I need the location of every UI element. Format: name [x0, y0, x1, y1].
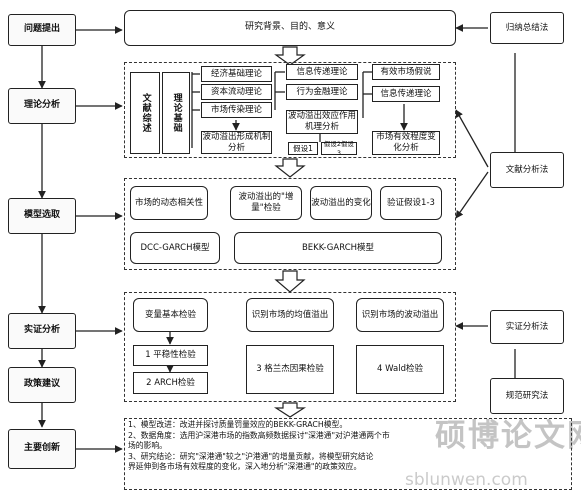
model-item: 验证假设1-3 — [380, 186, 442, 220]
hypothesis-1: 假设1 — [288, 142, 318, 155]
empirical-mean-spillover: 识别市场的均值溢出 — [246, 298, 334, 332]
research-background: 研究背景、目的、意义 — [124, 10, 456, 46]
granger-test: 3 格兰杰因果检验 — [246, 345, 334, 394]
theory-item: 经济基础理论 — [201, 66, 272, 82]
stage-empirical: 实证分析 — [8, 313, 76, 349]
wald-test: 4 Wald检验 — [356, 345, 444, 394]
stage-problem: 问题提出 — [8, 14, 76, 46]
theory-item: 行为金融理论 — [286, 84, 358, 100]
spillover-effect-analysis: 波动溢出效应作用机理分析 — [286, 110, 358, 134]
theory-item: 资本流动理论 — [201, 84, 272, 100]
stationarity-test: 1 平稳性检验 — [133, 345, 208, 366]
model-item: 波动溢出的变化 — [310, 186, 372, 220]
empirical-basic-test: 变量基本检验 — [133, 298, 208, 332]
theory-item: 信息传递理论 — [372, 86, 440, 102]
arch-test: 2 ARCH检验 — [133, 372, 208, 394]
method-literature: 文献分析法 — [490, 152, 564, 188]
theory-section — [124, 62, 456, 158]
stage-theory: 理论分析 — [8, 88, 76, 124]
model-section — [124, 178, 456, 270]
watermark-url: sblunwen.com — [405, 470, 528, 490]
theory-item: 信息传递理论 — [286, 64, 358, 80]
stage-policy: 政策建议 — [8, 367, 76, 403]
theory-basis-label: 理论基础 — [171, 93, 182, 133]
model-item: 市场的动态相关性 — [130, 186, 208, 220]
innovation-notes: 1、模型改进：改进并探讨质量罚量效应的BEKK-GRACH模型。 2、数据角度：… — [128, 420, 508, 473]
bekk-garch-model: BEKK-GARCH模型 — [234, 232, 442, 264]
innovation-section — [124, 418, 572, 490]
method-induction: 归纳总结法 — [490, 12, 564, 44]
mechanism-analysis: 波动溢出形成机制分析 — [201, 131, 272, 154]
innovation-line: 界延伸到各市场有效程度的变化，深入地分析"深港通"的政策效应。 — [128, 462, 362, 472]
theory-basis: 理论基础 — [162, 72, 190, 154]
market-efficiency-analysis: 市场有效程度变化分析 — [372, 131, 440, 155]
innovation-line: 2、数据角度：选用沪深港市场的指数高频数据探讨"深港通"对沪港通两个市 — [128, 430, 390, 440]
innovation-line: 3、研究结论：研究"深港通"较之"沪港通"的增量贡献，将模型研究结论 — [128, 451, 374, 461]
empirical-section — [124, 292, 456, 402]
innovation-line: 1、模型改进：改进并探讨质量罚量效应的BEKK-GRACH模型。 — [128, 420, 348, 429]
method-empirical: 实证分析法 — [490, 310, 564, 344]
theory-item: 有效市场假说 — [372, 64, 440, 80]
model-item: 波动溢出的"增量"检验 — [230, 186, 302, 220]
method-normative: 规范研究法 — [490, 378, 564, 414]
hypothesis-2-3: 假设2假设3 — [321, 140, 357, 157]
lit-review: 文献综述 — [130, 72, 160, 154]
stage-model: 模型选取 — [8, 198, 76, 234]
stage-innovation: 主要创新 — [8, 429, 76, 469]
innovation-line: 场的影响。 — [128, 441, 167, 451]
lit-review-label: 文献综述 — [140, 93, 151, 133]
dcc-garch-model: DCC-GARCH模型 — [130, 232, 220, 264]
empirical-volatility-spillover: 识别市场的波动溢出 — [356, 298, 444, 332]
theory-item: 市场传染理论 — [201, 102, 272, 118]
watermark-cn: 硕博论文网 — [435, 418, 581, 454]
